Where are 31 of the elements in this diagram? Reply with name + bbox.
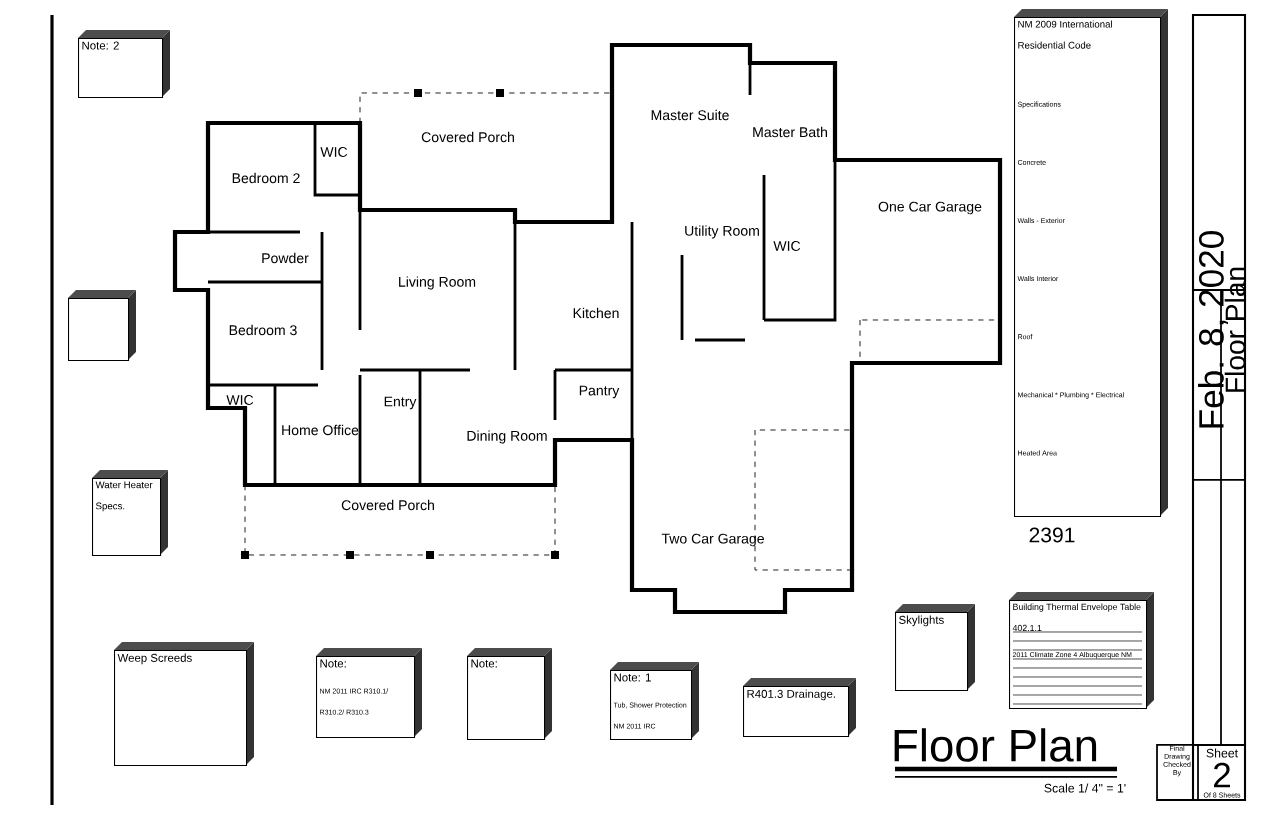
room-label: Two Car Garage — [661, 533, 764, 547]
note-box: Weep Screeds — [114, 642, 254, 767]
room-label: Dining Room — [467, 430, 547, 444]
room-label: Covered Porch — [421, 131, 514, 143]
room-label: Utility Room — [685, 225, 759, 239]
note-box: Water Heater Specs. — [92, 470, 168, 557]
room-label: Entry — [384, 396, 417, 410]
sheet-number: 2 — [1214, 762, 1230, 788]
room-label: Home Office — [282, 424, 359, 436]
note-box: Note: 2 — [78, 30, 170, 99]
room-label: Living Room — [399, 276, 476, 290]
room-label: WIC — [226, 395, 254, 405]
note-box: Note: — [467, 648, 552, 741]
note-box: R401.3 Drainage. — [743, 678, 856, 738]
room-label: Pantry — [579, 385, 620, 399]
room-label: Covered Porch — [341, 499, 434, 511]
handwritten-number: 2391 — [1029, 527, 1075, 543]
room-label: WIC — [320, 147, 348, 157]
room-label: WIC — [773, 241, 801, 251]
room-label: Powder — [262, 252, 309, 264]
room-label: Kitchen — [573, 307, 619, 319]
drawing-title: Floor Plan — [894, 728, 1097, 762]
room-label: Bedroom 2 — [232, 172, 300, 184]
room-label: One Car Garage — [878, 201, 982, 215]
sheet-heading: Sheet — [1206, 748, 1238, 758]
room-label: Master Bath — [753, 126, 827, 138]
note-box: Skylights — [895, 604, 975, 692]
room-label: Bedroom 3 — [229, 324, 297, 336]
room-label: Master Suite — [651, 109, 729, 121]
scale-note: Scale 1/ 4" = 1' — [1044, 783, 1126, 793]
note-box — [68, 290, 136, 362]
